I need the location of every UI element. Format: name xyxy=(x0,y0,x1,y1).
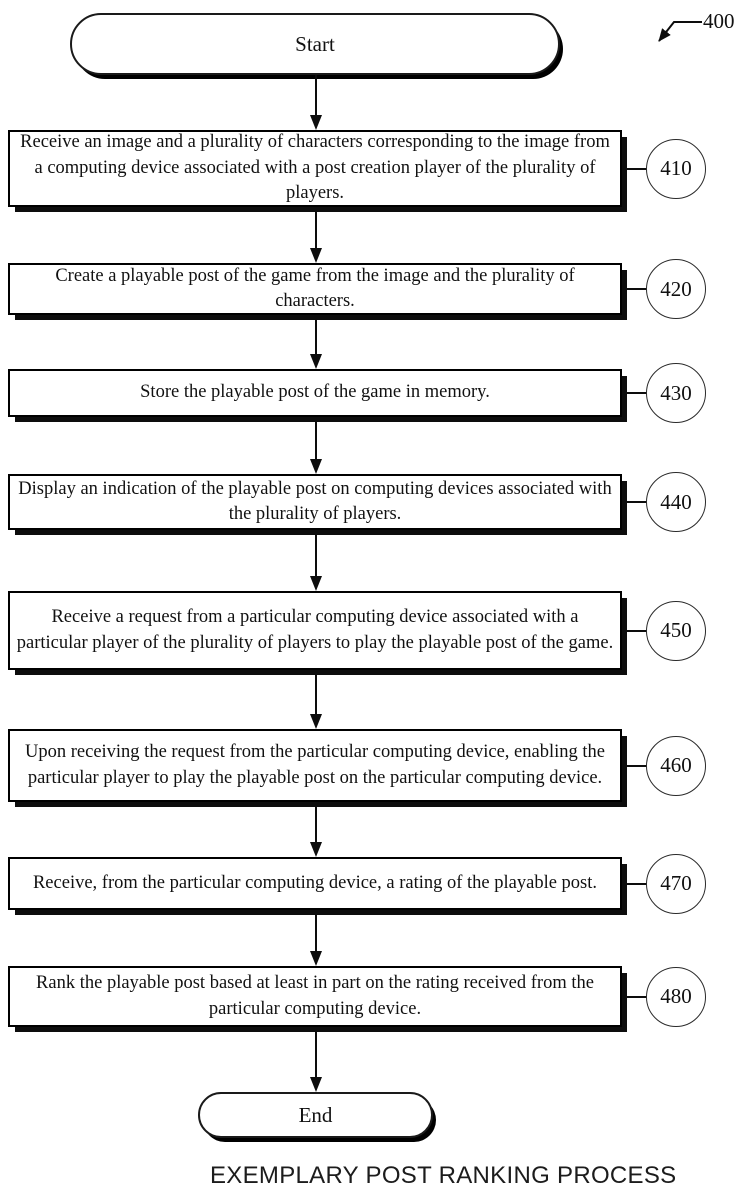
step-text: Receive, from the particular computing d… xyxy=(32,872,598,893)
end-terminal: End xyxy=(198,1092,433,1138)
ref-connector-line xyxy=(622,764,647,767)
step-box-440: Display an indication of the playable po… xyxy=(8,474,622,530)
step-ref-number: 440 xyxy=(660,489,692,514)
step-ref-number: 430 xyxy=(660,380,692,405)
step-ref-circle-460: 460 xyxy=(646,735,706,796)
step-ref-number: 410 xyxy=(660,156,692,180)
step-ref-circle-450: 450 xyxy=(646,600,706,661)
step-text: Create a playable post of the game from … xyxy=(55,265,575,312)
step-box-470: Receive, from the particular computing d… xyxy=(8,857,622,910)
step-ref-circle-420: 420 xyxy=(646,259,706,319)
step-box-420: Create a playable post of the game from … xyxy=(8,263,622,315)
step-ref-circle-440: 440 xyxy=(646,472,706,532)
step-text: Receive a request from a particular comp… xyxy=(16,607,614,653)
ref-connector-line xyxy=(622,288,647,290)
start-label: Start xyxy=(295,31,335,56)
flow-arrow xyxy=(315,1027,317,1077)
flow-arrow xyxy=(315,670,317,714)
step-ref-number: 470 xyxy=(660,871,692,895)
step-ref-number: 480 xyxy=(660,984,692,1008)
ref-connector-line xyxy=(622,882,647,885)
step-box-450: Receive a request from a particular comp… xyxy=(8,591,622,670)
flow-arrow xyxy=(315,207,317,248)
step-ref-circle-480: 480 xyxy=(646,966,706,1027)
step-text: Store the playable post of the game in m… xyxy=(140,382,490,403)
step-ref-circle-410: 410 xyxy=(646,138,706,199)
step-box-430: Store the playable post of the game in m… xyxy=(8,369,622,417)
flow-arrow xyxy=(315,910,317,951)
step-ref-number: 450 xyxy=(660,618,692,642)
step-ref-number: 420 xyxy=(660,276,692,301)
flow-arrow xyxy=(315,315,317,354)
ref-connector-line xyxy=(622,392,647,394)
step-text: Rank the playable post based at least in… xyxy=(36,973,594,1019)
step-box-480: Rank the playable post based at least in… xyxy=(8,966,622,1027)
figure-caption: EXEMPLARY POST RANKING PROCESS xyxy=(210,1162,677,1189)
step-ref-number: 460 xyxy=(660,753,692,777)
flow-arrow xyxy=(315,75,317,115)
step-text: Display an indication of the playable po… xyxy=(18,478,612,525)
step-box-460: Upon receiving the request from the part… xyxy=(8,729,622,802)
end-label: End xyxy=(298,1102,333,1127)
flow-arrow xyxy=(315,802,317,842)
step-ref-circle-470: 470 xyxy=(646,853,706,914)
leader-arrow-icon xyxy=(658,21,702,42)
ref-connector-line xyxy=(622,629,647,632)
step-box-410: Receive an image and a plurality of char… xyxy=(8,130,622,207)
figure-ref-label: 400 xyxy=(703,9,735,33)
step-text: Upon receiving the request from the part… xyxy=(25,742,605,788)
ref-connector-line xyxy=(622,167,647,170)
step-text: Receive an image and a plurality of char… xyxy=(20,132,610,204)
flow-arrow xyxy=(315,530,317,576)
start-terminal: Start xyxy=(70,13,560,75)
ref-connector-line xyxy=(622,995,647,998)
ref-connector-line xyxy=(622,501,647,503)
step-ref-circle-430: 430 xyxy=(646,363,706,423)
flow-arrow xyxy=(315,417,317,459)
